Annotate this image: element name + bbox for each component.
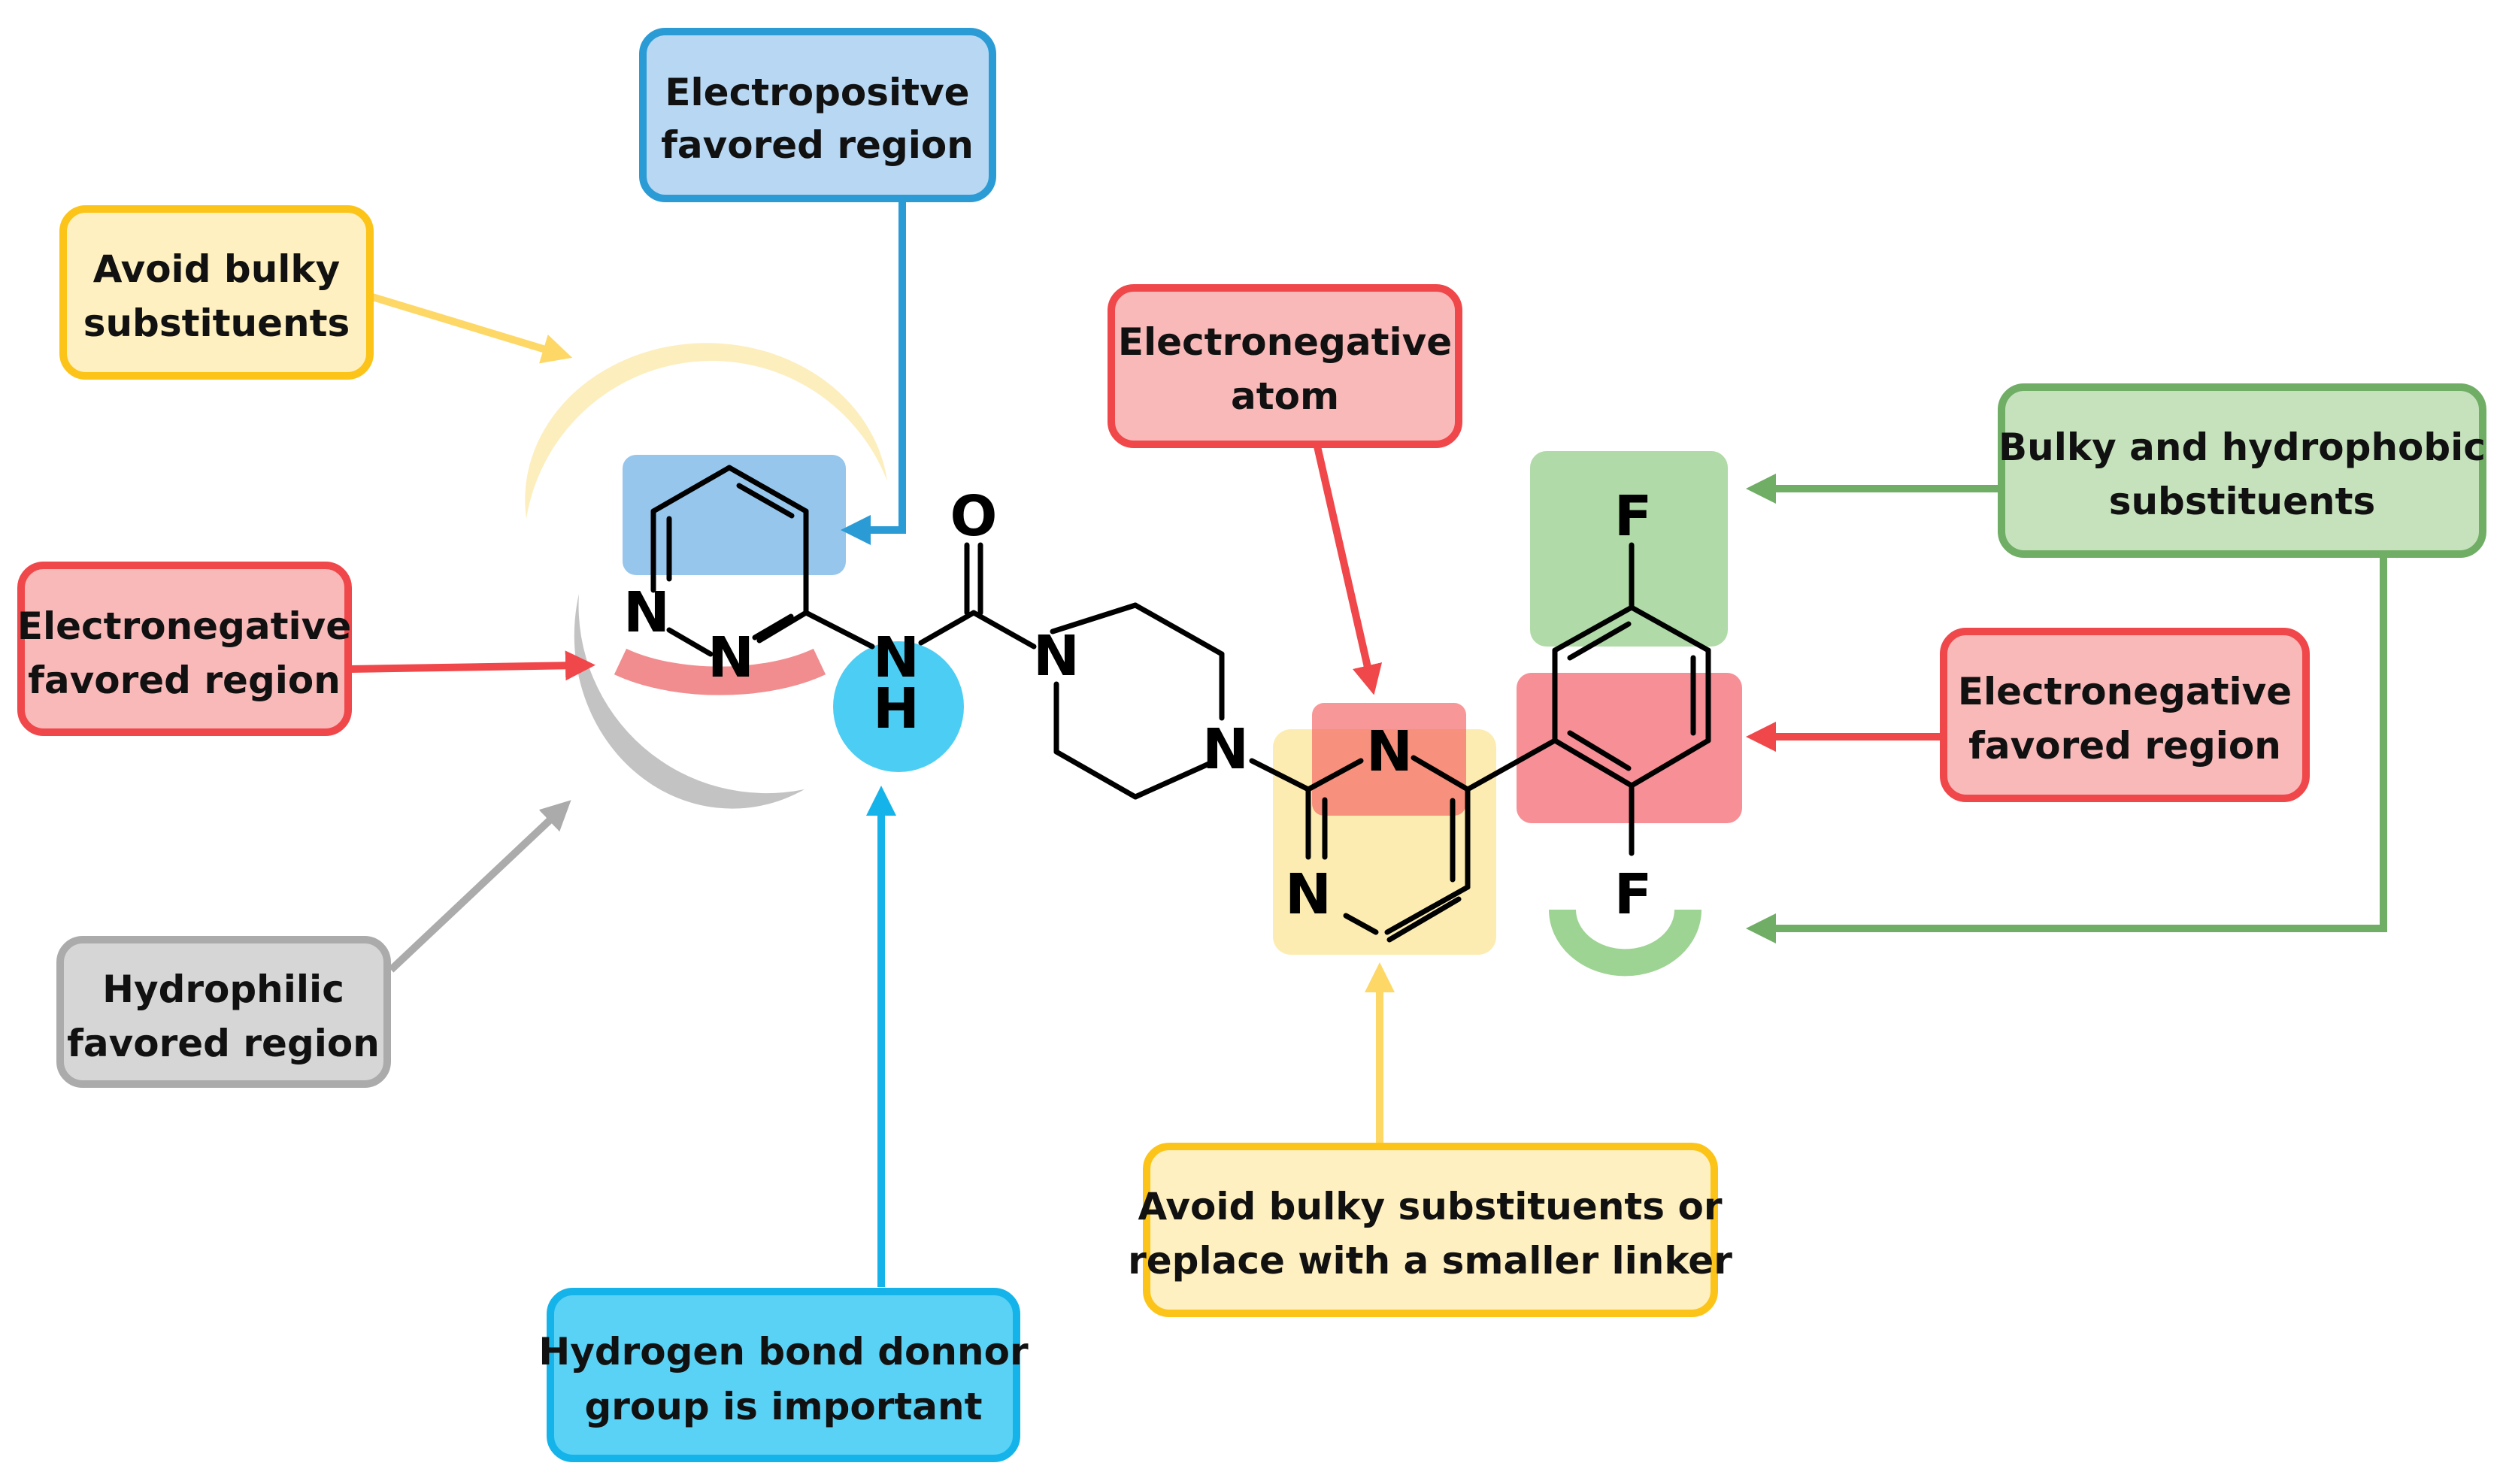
steric-avoid-crescent xyxy=(525,343,887,519)
electropositive-line2: favored region xyxy=(661,123,974,167)
arrow-electropositive xyxy=(841,199,906,545)
arrow-avoid-bulky xyxy=(368,292,573,364)
hbond-donor-circle xyxy=(833,641,964,772)
hydrophilic-line2: favored region xyxy=(67,1022,380,1065)
arrow-bulky-hydrophobic-bottom xyxy=(1746,556,2387,943)
electronegative-left-line2: favored region xyxy=(28,659,341,702)
hbond-donor-line2: group is important xyxy=(584,1385,982,1428)
electronegative-highlight-right xyxy=(1517,673,1742,823)
electronegative-atom-line2: atom xyxy=(1231,374,1339,418)
arrows xyxy=(349,199,2387,1287)
bulky-hydrophobic-line2: substituents xyxy=(2109,480,2376,523)
avoid-bulky-line2: substituents xyxy=(83,301,350,345)
annotation-electronegative-left: Electronegative favored region xyxy=(17,562,352,736)
arrow-hydrophilic xyxy=(388,800,571,973)
electronegative-arc-left xyxy=(614,648,826,695)
atom-amide-n: N xyxy=(873,625,920,690)
atom-pyrimidine-n2: N xyxy=(1285,862,1332,927)
annotation-electronegative-atom: Electronegative atom xyxy=(1108,284,1462,448)
atom-piperazine-n1: N xyxy=(1033,624,1080,689)
hydrophilic-crescent xyxy=(574,594,805,809)
annotation-avoid-bulky-linker: Avoid bulky substituents or replace with… xyxy=(1128,1143,1732,1317)
molecule-bonds xyxy=(650,465,1711,943)
atom-piperazine-n2: N xyxy=(1202,717,1249,782)
atom-carbonyl-o: O xyxy=(950,484,998,549)
hbond-donor-line1: Hydrogen bond donnor xyxy=(538,1330,1029,1373)
molecule-atoms: N N N H O N N N N F F xyxy=(623,484,1652,927)
electronegative-left-line1: Electronegative xyxy=(17,604,351,648)
arrow-electronegative-left xyxy=(349,650,595,681)
atom-amide-h: H xyxy=(873,677,920,741)
electronegative-right-line1: Electronegative xyxy=(1958,670,2292,713)
atom-pyridazine-n2: N xyxy=(708,625,754,690)
electronegative-atom-highlight xyxy=(1312,703,1466,816)
electropositive-highlight xyxy=(623,455,846,575)
annotation-bulky-hydrophobic: Bulky and hydrophobic substituents xyxy=(1998,383,2486,558)
hydrophobic-arc xyxy=(1549,909,1701,977)
electropositive-line1: Electropositve xyxy=(665,71,969,114)
avoid-bulky-linker-line1: Avoid bulky substituents or xyxy=(1138,1185,1722,1228)
arrow-electronegative-atom xyxy=(1312,438,1383,695)
hydrophilic-line1: Hydrophilic xyxy=(102,968,344,1011)
annotation-hbond-donor: Hydrogen bond donnor group is important xyxy=(538,1288,1029,1462)
atom-fluorine-top: F xyxy=(1614,484,1653,549)
atom-pyridazine-n1: N xyxy=(623,580,670,645)
avoid-bulky-line1: Avoid bulky xyxy=(93,247,341,291)
electronegative-right-line2: favored region xyxy=(1968,724,2281,768)
atom-fluorine-bottom: F xyxy=(1614,862,1653,927)
bulky-hydrophobic-line1: Bulky and hydrophobic xyxy=(1998,426,2486,469)
annotation-avoid-bulky: Avoid bulky substituents xyxy=(59,205,374,380)
electronegative-atom-line1: Electronegative xyxy=(1118,320,1452,364)
annotation-electronegative-right: Electronegative favored region xyxy=(1940,628,2310,802)
atom-pyrimidine-n1: N xyxy=(1366,719,1413,784)
avoid-bulky-linker-line2: replace with a smaller linker xyxy=(1128,1239,1732,1283)
annotation-hydrophilic: Hydrophilic favored region xyxy=(56,936,391,1088)
annotation-electropositive: Electropositve favored region xyxy=(639,28,996,202)
